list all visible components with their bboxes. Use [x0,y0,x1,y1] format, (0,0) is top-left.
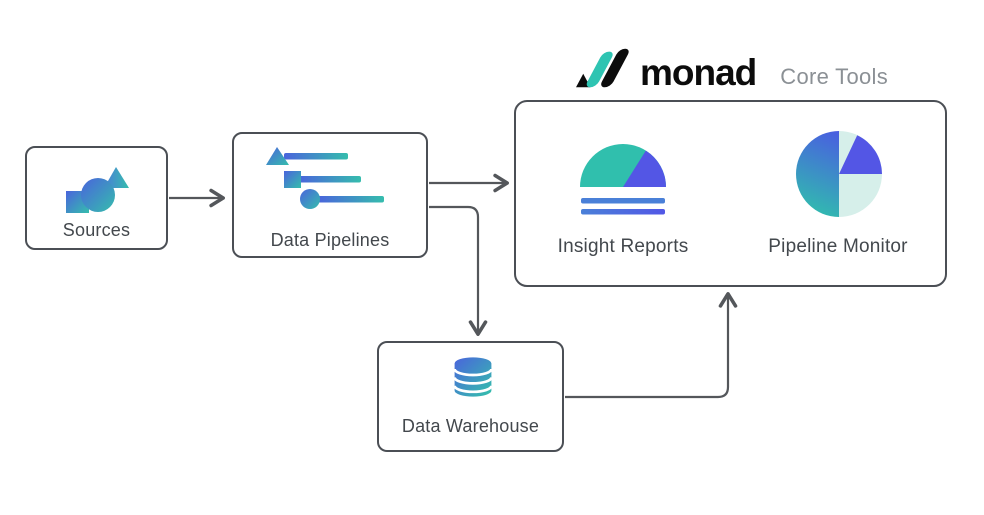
node-data-warehouse: Data Warehouse [377,341,564,452]
dome-chart-icon [580,144,666,215]
pipeline-monitor-label: Pipeline Monitor [768,236,908,257]
data-pipelines-label: Data Pipelines [270,230,390,250]
brand-header: monad Core Tools [576,44,889,93]
sources-label: Sources [62,220,131,240]
database-icon [453,357,493,397]
data-warehouse-label: Data Warehouse [401,416,540,436]
node-sources: Sources [25,146,168,250]
shapes-cluster-icon [66,167,129,213]
pie-chart-icon [796,131,882,217]
node-data-pipelines: Data Pipelines [232,132,428,258]
monad-logo-icon [576,48,629,88]
timeline-shapes-icon [266,147,384,209]
brand-name: monad [640,52,757,93]
insight-reports-label: Insight Reports [557,236,689,257]
connector-pipelines-to-warehouse [429,205,488,336]
node-core-tools: Insight Reports Pipeline Monitor [514,100,947,287]
brand-suffix: Core Tools [780,64,889,89]
connector-warehouse-to-coretools [565,292,738,399]
